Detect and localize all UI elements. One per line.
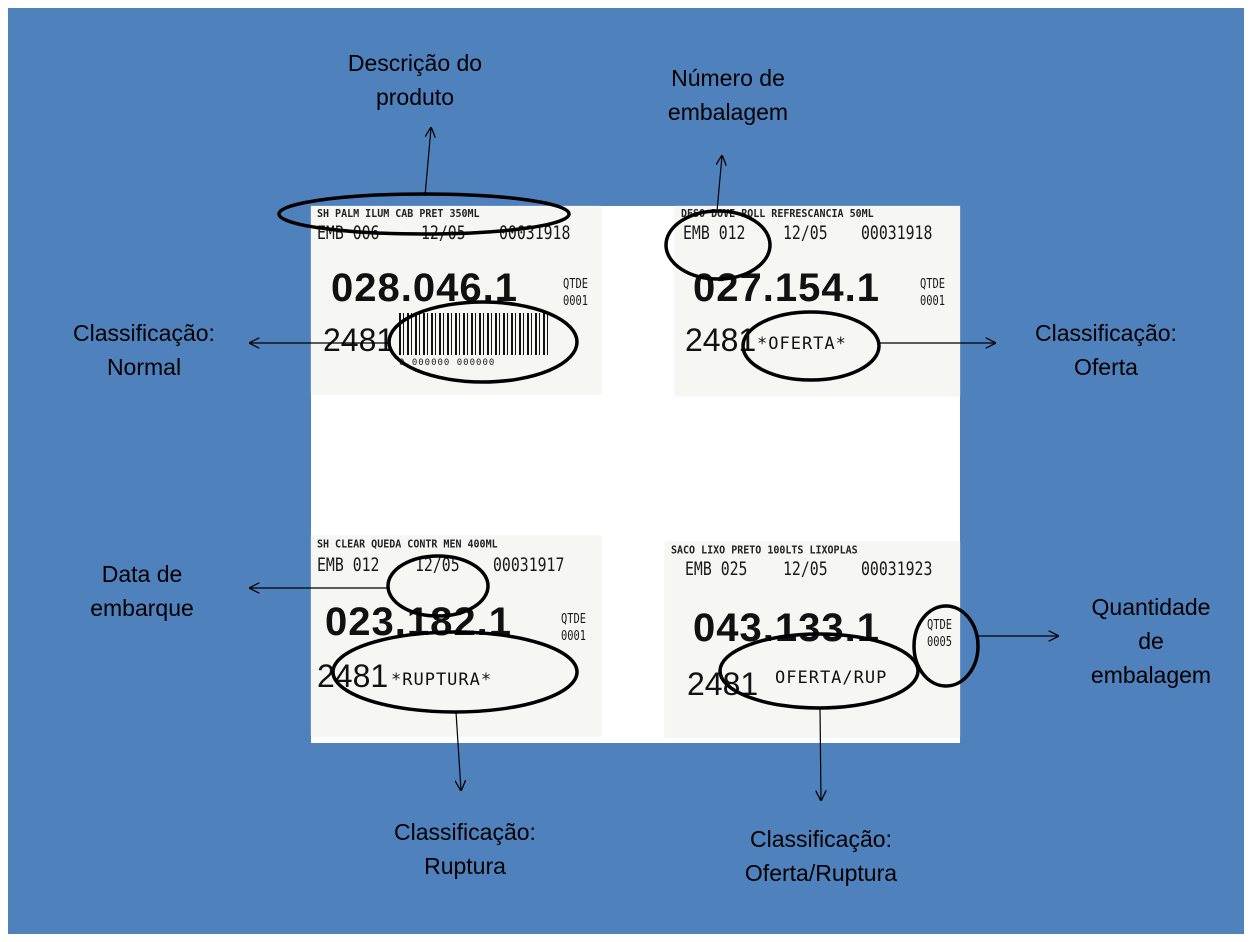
classification-text: OFERTA/RUP: [775, 668, 887, 688]
lot-number: 00031918: [499, 222, 570, 244]
product-description: SACO LIXO PRETO 100LTS LIXOPLAS: [671, 544, 858, 556]
labels-photo: SH PALM ILUM CAB PRET 350ML EMB 006 12/0…: [311, 206, 960, 743]
shipment-date: 12/05: [415, 554, 460, 576]
quantity-label: QTDE: [927, 618, 952, 634]
caption-package-number: Número de embalagem: [645, 61, 811, 129]
shipment-date: 12/05: [421, 222, 466, 244]
caption-shipment-date: Data de embarque: [72, 557, 212, 625]
product-code: 043.133.1: [693, 606, 880, 651]
package-number: EMB 006: [317, 222, 379, 244]
department-code: 2481: [317, 658, 388, 695]
barcode-digits: 0 000000 000000: [399, 358, 495, 368]
caption-classification-oferta-ruptura: Classificação: Oferta/Ruptura: [716, 822, 926, 890]
price-label-normal: SH PALM ILUM CAB PRET 350ML EMB 006 12/0…: [311, 206, 601, 394]
caption-classification-oferta: Classificação: Oferta: [1016, 316, 1196, 384]
lot-number: 00031923: [861, 558, 932, 580]
price-label-oferta-ruptura: SACO LIXO PRETO 100LTS LIXOPLAS EMB 025 …: [665, 542, 960, 737]
product-description: DESO DOVE ROLL REFRESCANCIA 50ML: [681, 208, 874, 220]
price-label-oferta: DESO DOVE ROLL REFRESCANCIA 50ML EMB 012…: [675, 206, 960, 396]
department-code: 2481: [685, 322, 756, 359]
classification-text: *RUPTURA*: [391, 670, 492, 690]
package-number: EMB 025: [685, 558, 747, 580]
product-code: 027.154.1: [693, 266, 880, 311]
shipment-date: 12/05: [783, 558, 828, 580]
classification-text: *OFERTA*: [757, 334, 847, 354]
product-code: 023.182.1: [325, 600, 512, 645]
quantity-value: 0005: [927, 635, 952, 651]
caption-classification-ruptura: Classificação: Ruptura: [370, 815, 560, 883]
caption-classification-normal: Classificação: Normal: [54, 316, 234, 384]
barcode: [399, 313, 549, 355]
quantity-label: QTDE: [563, 277, 588, 293]
caption-product-description: Descrição do produto: [331, 46, 499, 114]
quantity-label: QTDE: [920, 277, 945, 293]
lot-number: 00031917: [493, 554, 564, 576]
department-code: 2481: [323, 322, 394, 359]
quantity-value: 0001: [561, 629, 586, 645]
product-description: SH CLEAR QUEDA CONTR MEN 400ML: [317, 538, 498, 550]
department-code: 2481: [687, 666, 758, 703]
product-description: SH PALM ILUM CAB PRET 350ML: [317, 208, 480, 220]
package-number: EMB 012: [683, 222, 745, 244]
shipment-date: 12/05: [783, 222, 828, 244]
lot-number: 00031918: [861, 222, 932, 244]
product-code: 028.046.1: [331, 266, 518, 311]
price-label-ruptura: SH CLEAR QUEDA CONTR MEN 400ML EMB 012 1…: [311, 536, 601, 736]
package-number: EMB 012: [317, 554, 379, 576]
caption-package-quantity: Quantidade de embalagem: [1066, 590, 1236, 692]
quantity-value: 0001: [920, 294, 945, 310]
quantity-label: QTDE: [561, 612, 586, 628]
quantity-value: 0001: [563, 294, 588, 310]
